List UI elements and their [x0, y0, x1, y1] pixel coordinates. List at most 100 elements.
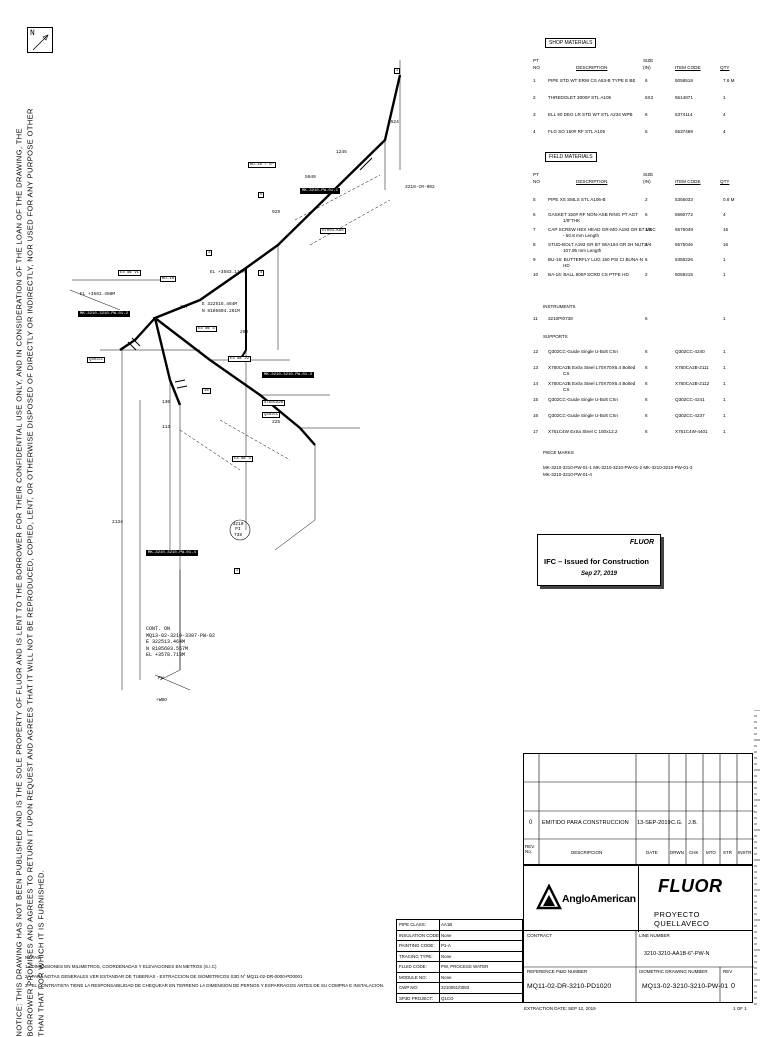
material-size: 6 [645, 349, 648, 354]
material-pt: 10 [533, 272, 539, 277]
callout-tag: BU-16 / 6" [248, 162, 277, 168]
north-label: N [30, 29, 35, 38]
iso-number-label: ISOMETRIC DRAWING NUMBER [639, 969, 708, 974]
header-str: STR [723, 850, 732, 855]
line-info-label: MODULE NO: [399, 974, 427, 980]
reference-value: MQ11-02-DR-3210-PD1020 [527, 983, 612, 990]
scale-ticks [754, 710, 760, 1005]
header-instr: INSTR [738, 850, 752, 855]
material-size: 6 [645, 413, 648, 418]
dimension-label: 113 [162, 425, 171, 430]
confidentiality-notice: NOTICE: THIS DRAWING HAS NOT BEEN PUBLIS… [14, 108, 46, 1037]
material-size: 6 [645, 381, 648, 386]
dimension-label: 1524 [388, 120, 399, 125]
material-code: 5059215 [675, 272, 693, 277]
piece-mark-tag: MK-3210-3210-PW-01-2 [78, 311, 131, 317]
note-item: 3.- EL CONTRATISTA TIENE LA RESPONSABILI… [25, 983, 385, 989]
material-size: 3/4 [645, 242, 652, 247]
material-code: 5537489 [675, 129, 693, 134]
piece-mark-tag: MK-3210-3210-PW-01-4 [146, 550, 199, 556]
line-info-row: PAINTING CODE:P1-A [397, 941, 522, 952]
reference-strip: CONTRACT LINE NUMBER 3210-3210-AA1B-6"-P… [523, 931, 754, 1003]
material-size: 6 [645, 212, 648, 217]
callout-tag: BU-16 [160, 276, 177, 282]
material-size: 6 [645, 397, 648, 402]
material-description: THREDOLET 3000# STL A105 [548, 95, 612, 100]
callout-tag: Q302CC [262, 412, 281, 418]
piece-marks-line: MK-3210-3210-PW-01-1 MK-3210-3210-PW-01-… [543, 465, 693, 470]
notes-block: NOTAS: 1.- DIMENSIONES EN MILIMETROS, CO… [25, 955, 393, 989]
material-pt: 8 [533, 242, 536, 247]
material-description: Q302CC-Guide Single U-Bolt CSn [548, 397, 618, 402]
dimension-label: 2134 [112, 520, 123, 525]
piece-mark-tag: MK-3210-PW-01-1 [300, 188, 341, 194]
material-description-continued: 107.95 mm Length [563, 248, 602, 253]
material-size: 2 [645, 197, 648, 202]
material-pt: 17 [533, 429, 539, 434]
callout-tag: 2 [234, 568, 241, 574]
material-pt: 3 [533, 112, 536, 117]
piece-mark-tag: MK-3210-3210-PW-01-3 [262, 372, 315, 378]
material-qty: 1 [723, 397, 726, 402]
line-info-row: INSULATION CODE:None [397, 931, 522, 941]
ifc-stamp: FLUOR IFC – Issued for Construction Sep … [537, 534, 661, 586]
material-code: 5514871 [675, 95, 693, 100]
dimension-label: 5040 [305, 175, 316, 180]
material-pt: 14 [533, 381, 539, 386]
line-number-value: 3210-3210-AA1B-6"-PW-N [644, 951, 710, 957]
note-item: 2.- PARA NOTAS GENERALES VER ESTANDAR DE… [25, 973, 303, 979]
revision-drawn: C.G. [671, 820, 683, 826]
material-pt: 9 [533, 257, 536, 262]
sheet-number: 1 OF 1 [733, 1006, 747, 1011]
title-block: AngloAmerican FLUOR PROYECTO QUELLAVECO [523, 865, 753, 932]
material-size: 6 [645, 78, 648, 83]
instruments-title: INSTRUMENTS [543, 304, 576, 309]
material-code: 5660772 [675, 212, 693, 217]
material-description: 3210PI0738 [548, 316, 573, 321]
material-code: 5356226 [675, 257, 693, 262]
material-description-continued: - 50.8 mm Length [563, 233, 600, 238]
material-qty: 0.8 M [723, 197, 735, 202]
material-description: BA-16: BALL 800# SCRD CS PTFE HD [548, 272, 629, 277]
material-qty: 1 [723, 413, 726, 418]
material-pt: 16 [533, 413, 539, 418]
header-mto: MTO [706, 850, 716, 855]
callout-tag: E4 WE 3 [196, 326, 217, 332]
material-size: 6 [645, 257, 648, 262]
callout-tag: Q302CC [87, 357, 106, 363]
header-description: DESCRIPCION [571, 850, 603, 855]
material-size: 6 [645, 129, 648, 134]
line-number-label: LINE NUMBER [639, 933, 670, 938]
isometric-drawing [69, 60, 402, 691]
material-pt: 15 [533, 397, 539, 402]
callout-tag: E4 WE 22 [228, 356, 252, 362]
callout-tag: 4 [258, 270, 265, 276]
material-pt: 11 [533, 316, 538, 321]
material-pt: 4 [533, 129, 536, 134]
line-info-label: INSULATION CODE: [399, 932, 441, 938]
material-qty: 4 [723, 129, 726, 134]
dimension-label: 225 [272, 420, 281, 425]
material-qty: 16 [723, 242, 729, 247]
client-logo [536, 883, 562, 915]
material-code: Q302CC-4237 [675, 413, 705, 418]
iso-number-value: MQ13-02-3210-3210-PW-01 [642, 983, 729, 990]
material-description: X760CA2B Extra Steel L70X70X6.4 Bolted [548, 365, 636, 370]
line-info-row: CWP NO:3210051/0083 [397, 983, 522, 994]
north-arrow: N [27, 27, 53, 53]
material-code: X761C4W-4401 [675, 429, 708, 434]
material-size: 6 [645, 112, 648, 117]
contract-label: CONTRACT [527, 933, 552, 938]
material-size: 6 [645, 316, 648, 321]
company-logo: FLUOR [658, 876, 723, 896]
material-qty: 1 [723, 381, 726, 386]
material-pt: 13 [533, 365, 539, 370]
extraction-label: EXTRACTION DATE: [524, 1006, 568, 1011]
elevation-label: EL +3581.408M [80, 292, 116, 297]
ifc-date: Sep 27, 2019 [580, 571, 618, 577]
ifc-logo: FLUOR [629, 539, 654, 546]
callout-tag: 5 [258, 192, 265, 198]
revision-checked: J.B. [688, 820, 698, 826]
line-info-value: 3210051/0083 [441, 985, 470, 990]
material-description-continued: CS [563, 387, 570, 392]
